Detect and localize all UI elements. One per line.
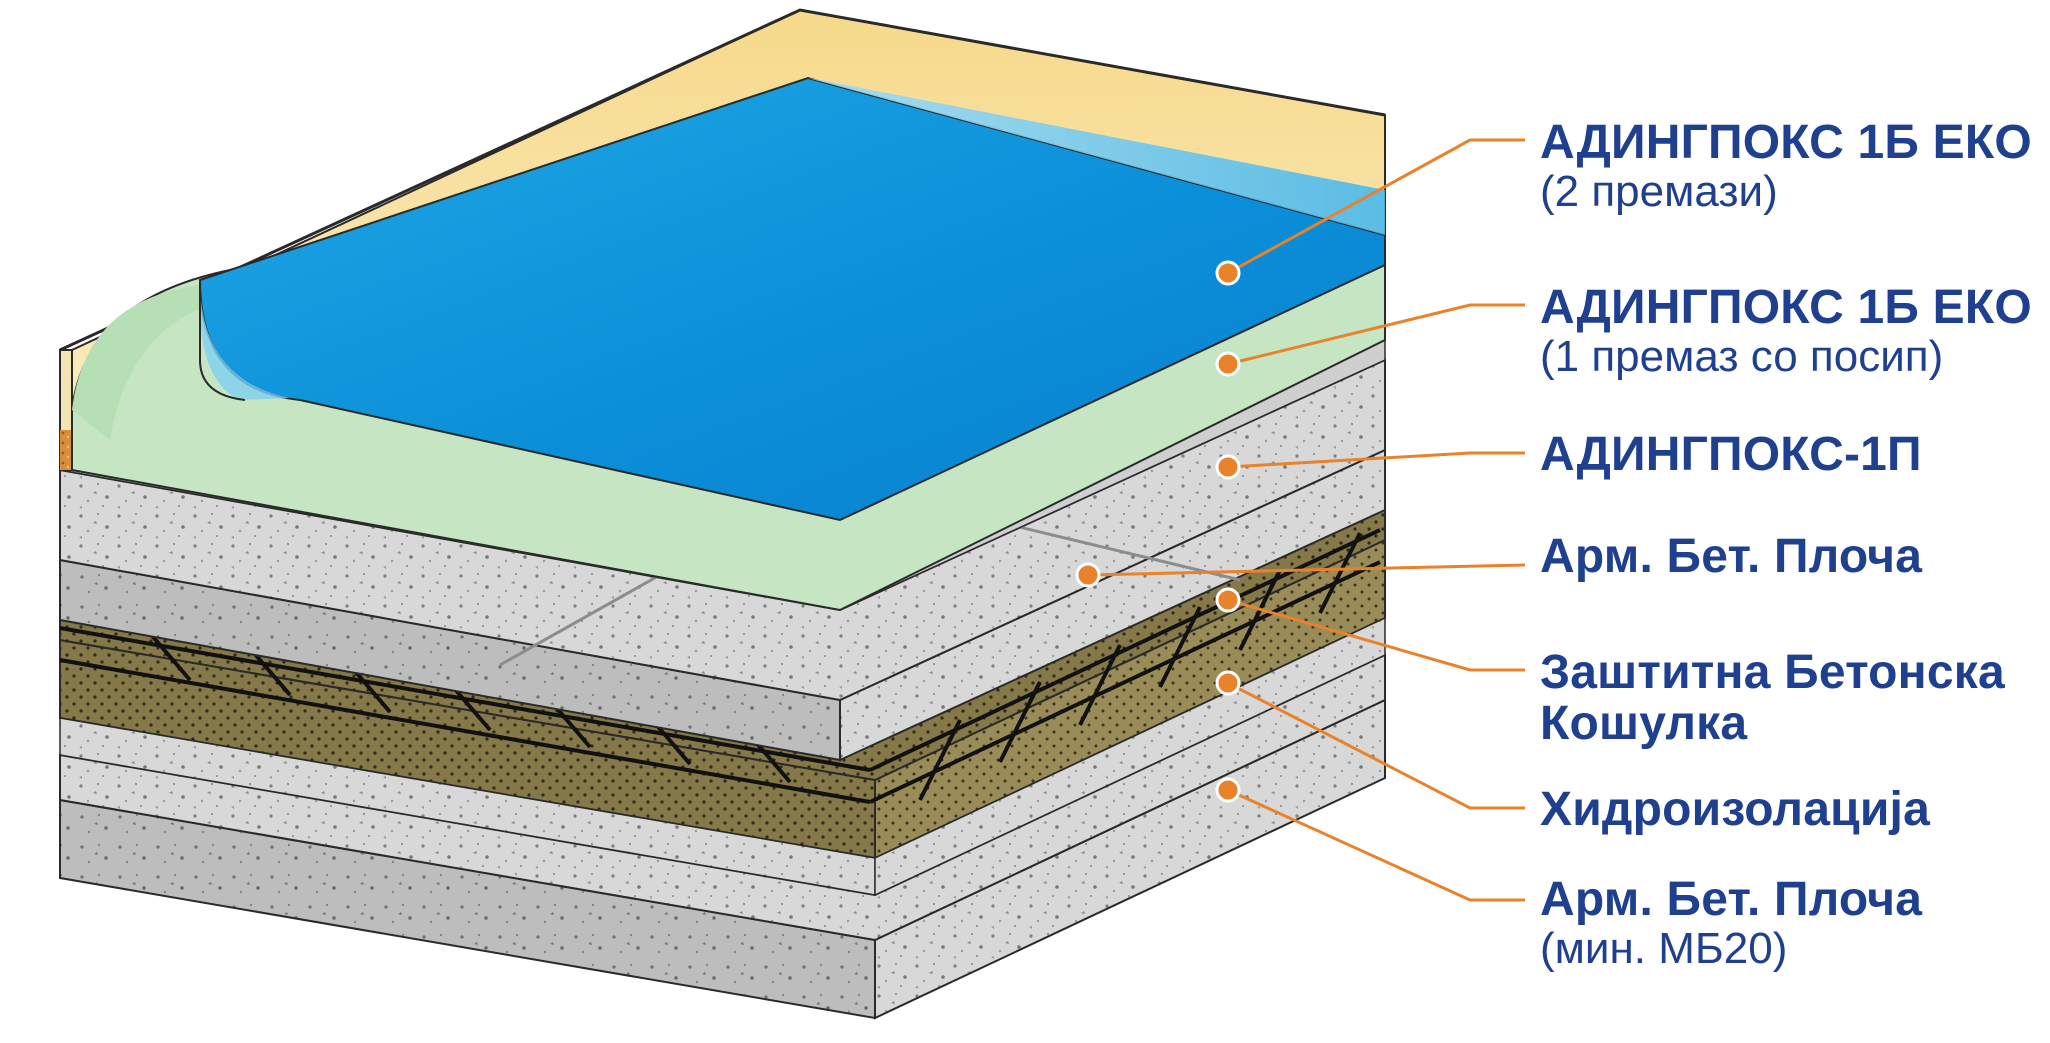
top-epoxy-coats	[198, 76, 1386, 522]
marker-1	[1215, 260, 1241, 286]
label-protective-screed: Заштитна Бетонска Кошулка	[1540, 646, 2005, 750]
label-hydro-insulation: Хидроизолација	[1540, 783, 1930, 836]
label-title: Арм. Бет. Плоча	[1540, 873, 1923, 926]
marker-6	[1215, 670, 1241, 696]
label-upper-slab: Арм. Бет. Плоча	[1540, 530, 1923, 583]
label-subtitle: (1 премаз со посип)	[1540, 331, 1944, 381]
label-subtitle: (2 премази)	[1540, 166, 1778, 216]
label-title: АДИНГПОКС 1Б ЕКО	[1540, 281, 2032, 334]
label-title: АДИНГПОКС-1П	[1540, 428, 1922, 481]
leader-lines	[1087, 138, 1526, 902]
leader-line-1	[1227, 138, 1525, 275]
leader-line-7	[1227, 788, 1525, 902]
leader-line-2	[1227, 303, 1525, 366]
label-title: Арм. Бет. Плоча	[1540, 530, 1923, 583]
marker-2	[1215, 351, 1241, 377]
leader-line-6	[1227, 681, 1525, 810]
label-title: Хидроизолација	[1540, 783, 1930, 836]
upper-concrete-slab	[59, 358, 1386, 762]
marker-5	[1215, 587, 1241, 613]
layer-markers	[1075, 260, 1241, 803]
leader-line-5	[1227, 598, 1525, 672]
label-bottom-slab: Арм. Бет. Плоча (мин. МБ20)	[1540, 873, 1923, 973]
leader-line-3	[1227, 451, 1525, 469]
label-sprinkled-epoxy: АДИНГПОКС 1Б ЕКО (1 премаз со посип)	[1540, 281, 2032, 381]
bottom-concrete-slab	[59, 698, 1386, 1020]
leader-line-4	[1087, 563, 1526, 577]
marker-7	[1215, 777, 1241, 803]
label-title-line2: Кошулка	[1540, 696, 1748, 750]
label-subtitle: (мин. МБ20)	[1540, 923, 1788, 973]
rebar-grid	[59, 528, 1381, 804]
label-title: Заштитна Бетонска	[1540, 646, 2005, 699]
label-primer: АДИНГПОКС-1П	[1540, 428, 1922, 481]
label-title: АДИНГПОКС 1Б ЕКО	[1540, 116, 2032, 169]
marker-4	[1075, 562, 1101, 588]
label-top-epoxy: АДИНГПОКС 1Б ЕКО (2 премази)	[1540, 116, 2032, 216]
marker-3	[1215, 454, 1241, 480]
